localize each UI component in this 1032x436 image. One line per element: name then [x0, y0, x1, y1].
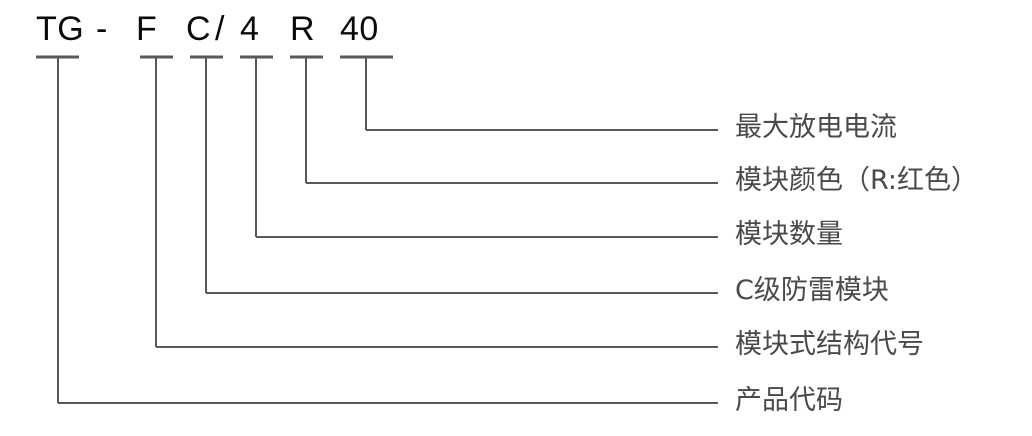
callout-label-f: 模块式结构代号 — [735, 329, 924, 360]
callout-label-4: 模块数量 — [735, 219, 843, 250]
callout-label-tg: 产品代码 — [735, 385, 843, 416]
code-segment-f: F — [136, 10, 158, 48]
code-segment-dash: - — [96, 10, 108, 48]
code-segment-tg: TG — [36, 10, 85, 48]
callout-label-40: 最大放电电流 — [735, 112, 897, 143]
code-segment-slash: / — [215, 10, 225, 48]
callout-label-r: 模块颜色（R:红色） — [735, 165, 979, 196]
callout-label-c: C级防雷模块 — [735, 275, 889, 306]
code-segment-40: 40 — [340, 10, 379, 48]
code-segment-r: R — [290, 10, 316, 48]
code-segment-4: 4 — [240, 10, 260, 48]
code-segment-c: C — [186, 10, 212, 48]
